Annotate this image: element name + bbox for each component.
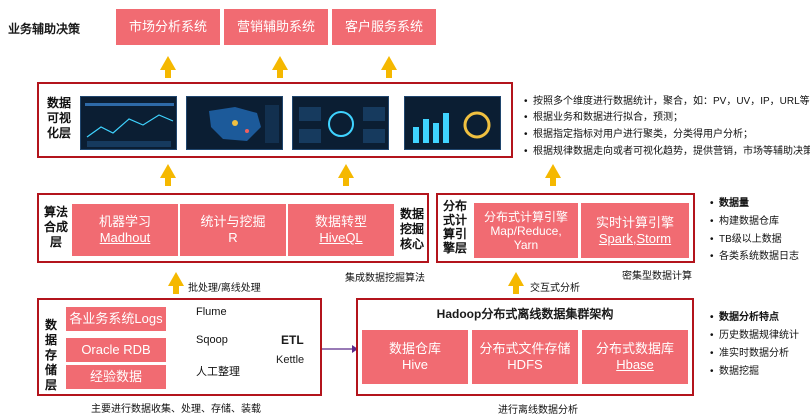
tool-flume: Flume <box>196 306 227 318</box>
feature-item-3: 数据挖掘 <box>710 366 759 378</box>
dashboard-thumbnail-3[interactable] <box>292 96 389 150</box>
dashboard-thumbnail-1[interactable] <box>80 96 177 150</box>
system-customer-service[interactable]: 客户服务系统 <box>332 9 436 45</box>
compute-layer-label: 分布式计算引擎层 <box>442 199 467 255</box>
system-marketing-assist[interactable]: 营销辅助系统 <box>224 9 328 45</box>
tool-sqoop: Sqoop <box>196 334 228 346</box>
interactive-analysis-label: 交互式分析 <box>530 283 580 294</box>
source-oracle-box[interactable]: Oracle RDB <box>66 338 166 362</box>
compute-caption: 密集型数据计算 <box>622 271 692 282</box>
dashboard-thumbnail-2[interactable] <box>186 96 283 150</box>
visual-bullet-1: 按照多个维度进行数据统计，聚合，如：PV，UV，IP，URL等； <box>524 96 810 108</box>
up-arrow-icon <box>168 272 184 294</box>
dashboard-thumbnail-4[interactable] <box>404 96 501 150</box>
volume-item-1: 构建数据仓库 <box>710 216 779 228</box>
source-experience-box[interactable]: 经验数据 <box>66 365 166 389</box>
algorithm-caption: 集成数据挖掘算法 <box>345 273 425 284</box>
up-arrow-icon <box>508 272 524 294</box>
up-arrow-icon <box>545 164 561 186</box>
batch-processing-label: 批处理/离线处理 <box>188 283 261 294</box>
kettle-label: Kettle <box>276 354 305 366</box>
volume-item-3: 各类系统数据日志 <box>710 251 799 263</box>
visual-bullet-3: 根据指定指标对用户进行聚类，分类得用户分析； <box>524 129 753 141</box>
up-arrow-icon <box>272 56 288 78</box>
features-title: 数据分析特点 <box>710 312 779 324</box>
feature-item-1: 历史数据规律统计 <box>710 330 799 342</box>
algorithm-layer-label: 算法合成层 <box>43 205 68 249</box>
visual-bullet-4: 根据规律数据走向或者可视化趋势，提供营销，市场等辅助决策 <box>524 146 810 158</box>
volume-item-2: TB级以上数据 <box>710 234 782 246</box>
mining-core-label: 数据挖掘核心 <box>399 207 424 251</box>
hadoop-caption: 进行离线数据分析 <box>498 405 578 416</box>
visualization-layer-label: 数据可视化层 <box>46 96 71 140</box>
storage-caption: 主要进行数据收集、处理、存储、装载 <box>91 404 261 415</box>
up-arrow-icon <box>160 164 176 186</box>
feature-item-2: 准实时数据分析 <box>710 348 789 360</box>
up-arrow-icon <box>338 164 354 186</box>
volume-title: 数据量 <box>710 198 749 210</box>
system-market-analysis[interactable]: 市场分析系统 <box>116 9 220 45</box>
up-arrow-icon <box>381 56 397 78</box>
decision-label: 业务辅助决策 <box>8 22 81 36</box>
etl-label: ETL <box>281 333 304 347</box>
etl-arrow-icon <box>352 345 358 353</box>
up-arrow-icon <box>160 56 176 78</box>
hadoop-title: Hadoop分布式离线数据集群架构 <box>436 307 614 321</box>
tool-manual: 人工整理 <box>196 366 240 378</box>
visual-bullet-2: 根据业务和数据进行拟合，预测； <box>524 112 683 124</box>
source-logs-box[interactable]: 各业务系统Logs <box>66 307 166 331</box>
storage-layer-label: 数据存储层 <box>44 318 57 392</box>
